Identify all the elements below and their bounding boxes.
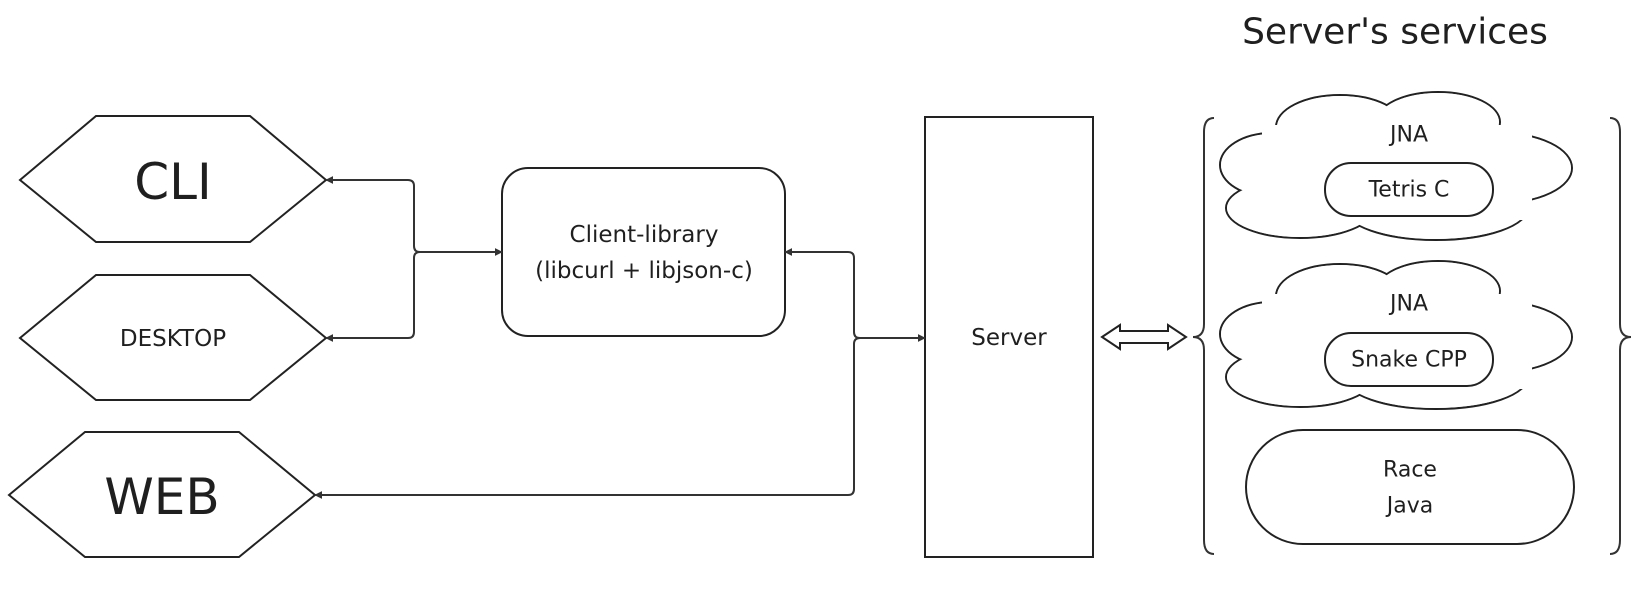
right-brace xyxy=(1609,117,1632,555)
race-service: Race Java xyxy=(1245,429,1575,545)
server-node: Server xyxy=(924,116,1094,558)
cli-node: CLI xyxy=(18,115,328,243)
server-services-double-arrow xyxy=(1100,323,1188,351)
race-pill xyxy=(1245,429,1575,545)
server-label: Server xyxy=(971,325,1047,351)
desktop-node: DESKTOP xyxy=(18,274,328,401)
cli-label: CLI xyxy=(134,153,212,211)
client-library-label-line1: Client-library xyxy=(570,222,719,248)
web-label: WEB xyxy=(104,468,219,526)
diagram-title: Server's services xyxy=(1242,12,1548,53)
snake-wrapper-label: JNA xyxy=(1388,292,1428,317)
desktop-to-library-connector xyxy=(325,251,502,342)
race-label-line1: Race xyxy=(1383,458,1437,483)
web-node: WEB xyxy=(7,431,317,558)
left-brace xyxy=(1192,117,1215,555)
desktop-label: DESKTOP xyxy=(120,326,226,352)
client-library-label-line2: (libcurl + libjson-c) xyxy=(535,258,753,284)
snake-pill xyxy=(1324,332,1494,387)
tetris-pill xyxy=(1324,162,1494,217)
tetris-wrapper-label: JNA xyxy=(1388,123,1428,148)
cli-to-library-connector xyxy=(325,176,503,256)
snake-label: Snake CPP xyxy=(1351,348,1467,373)
tetris-label: Tetris C xyxy=(1368,178,1450,203)
race-label-line2: Java xyxy=(1385,494,1433,519)
library-to-server-connector xyxy=(784,248,926,342)
tetris-service: JNA Tetris C xyxy=(1219,91,1573,241)
client-library-box xyxy=(501,167,786,337)
client-library-node: Client-library (libcurl + libjson-c) xyxy=(501,167,786,337)
snake-service: JNA Snake CPP xyxy=(1219,260,1573,410)
web-to-server-connector xyxy=(314,337,925,499)
